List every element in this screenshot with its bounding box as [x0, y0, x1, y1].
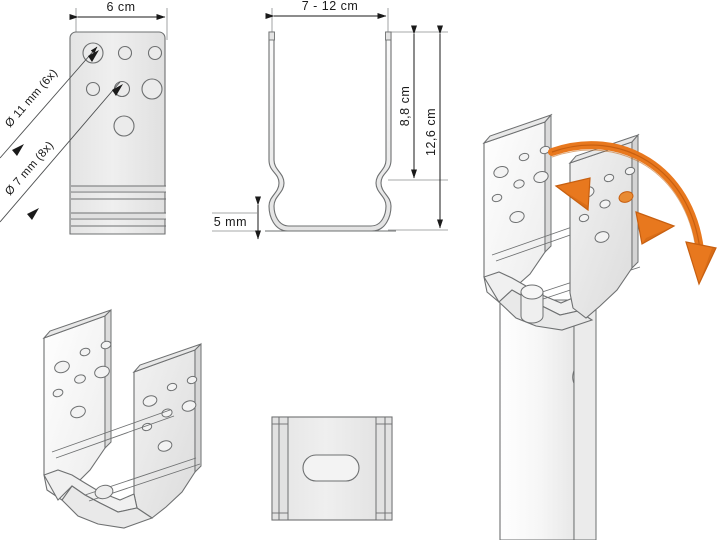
hole-group-row3 [113, 115, 135, 137]
dimension-thickness-5mm: 5 mm [214, 196, 261, 240]
leader-7mm-tailhead [27, 208, 39, 220]
dim-label-126cm: 12,6 cm [424, 108, 438, 156]
hole-7mm [79, 347, 91, 357]
hole-11mm [142, 395, 158, 407]
bottom-plate-end-caps [272, 423, 392, 514]
hole-7mm [539, 145, 551, 155]
hole-group-row2 [85, 78, 163, 100]
hole-7mm [599, 199, 611, 209]
hole-11mm [54, 360, 70, 374]
leader-11mm-tailhead [12, 144, 24, 156]
assembly-left-plate-side-edge [544, 113, 552, 254]
assembly-left-plate-holes [491, 145, 551, 224]
hole-11mm [594, 231, 610, 243]
view-iso-assembly [482, 113, 717, 540]
hole-7mm [74, 374, 86, 384]
hole-7mm [166, 382, 178, 392]
hole-11mm [509, 210, 525, 224]
open-arrow-right [635, 211, 676, 245]
dimension-height-126: 12,6 cm [424, 25, 443, 229]
swing-arc-outline [551, 144, 701, 251]
hole-11mm [181, 400, 197, 412]
dimension-height-88: 8,8 cm [398, 25, 417, 179]
plate-rib-shading [71, 186, 166, 219]
hole-11mm [533, 170, 549, 184]
dim-label-7-12cm: 7 - 12 cm [302, 0, 359, 13]
hole-group-row1 [82, 42, 163, 64]
hole-11mm [94, 365, 110, 379]
hole-7mm [624, 166, 636, 176]
hole-7mm [147, 45, 163, 61]
bracket-left-plate-holes [52, 340, 112, 419]
leader-7mm-line [0, 81, 121, 223]
anchor-post [499, 299, 575, 540]
hole-7mm [161, 408, 173, 418]
dim-label-88cm: 8,8 cm [398, 86, 412, 127]
hole-7mm [100, 340, 112, 350]
bracket-left-plate-side-edge [104, 308, 112, 450]
bottom-plate-oblong-slot [302, 454, 360, 482]
assembly-center-boss [520, 291, 544, 324]
hole-11mm [70, 405, 86, 419]
hole-7mm [186, 375, 198, 385]
swing-arc-shade [551, 149, 697, 251]
hole-11mm-highlight [618, 191, 634, 203]
open-arrow-right-head [635, 211, 676, 245]
bracket-right-plate-side-edge [194, 342, 202, 474]
leader-lines [0, 46, 123, 223]
hole-7mm [52, 388, 64, 398]
open-arrow-left [554, 177, 591, 212]
profile-top-caps [268, 31, 392, 41]
hole-7mm [117, 45, 133, 61]
open-arrow-left-head [554, 177, 591, 212]
hole-11mm [141, 78, 163, 100]
view-bottom-plan [271, 416, 393, 521]
leader-11mm-line [0, 46, 98, 159]
plate-ribs [71, 185, 166, 227]
hole-11mm [493, 165, 509, 179]
assembly-center-boss-top [520, 284, 544, 300]
hole-11mm [157, 440, 173, 452]
bracket-right-plate-holes [141, 375, 198, 452]
bracket-base-slot [94, 484, 114, 500]
leader-11mm-arrowhead [88, 50, 99, 62]
hole-7mm [491, 193, 503, 203]
bracket-base-bottom [61, 485, 154, 529]
view-iso-bracket [42, 308, 202, 529]
hole-7mm [513, 179, 525, 189]
open-arrow-right-shade [642, 226, 674, 244]
bottom-plate-side-rails [271, 416, 393, 521]
dimension-width-7-12cm: 7 - 12 cm [265, 0, 387, 19]
view-side-profile: 7 - 12 cm 8,8 cm 12,6 cm 5 mm [212, 0, 448, 240]
hole-11mm [113, 115, 135, 137]
dim-label-6cm: 6 cm [106, 0, 135, 14]
swing-arc-arrowhead-shade [699, 248, 716, 284]
dim-label-5mm: 5 mm [214, 215, 247, 229]
dimension-width-6cm: 6 cm [69, 0, 166, 20]
hole-7mm [578, 213, 590, 223]
hole-7mm [603, 173, 615, 183]
anchor-post-side [573, 290, 597, 540]
swing-arc-arrow [548, 141, 717, 286]
hole-7mm [85, 81, 101, 97]
leader-7mm-arrowhead [112, 84, 123, 96]
hole-7mm [518, 152, 530, 162]
